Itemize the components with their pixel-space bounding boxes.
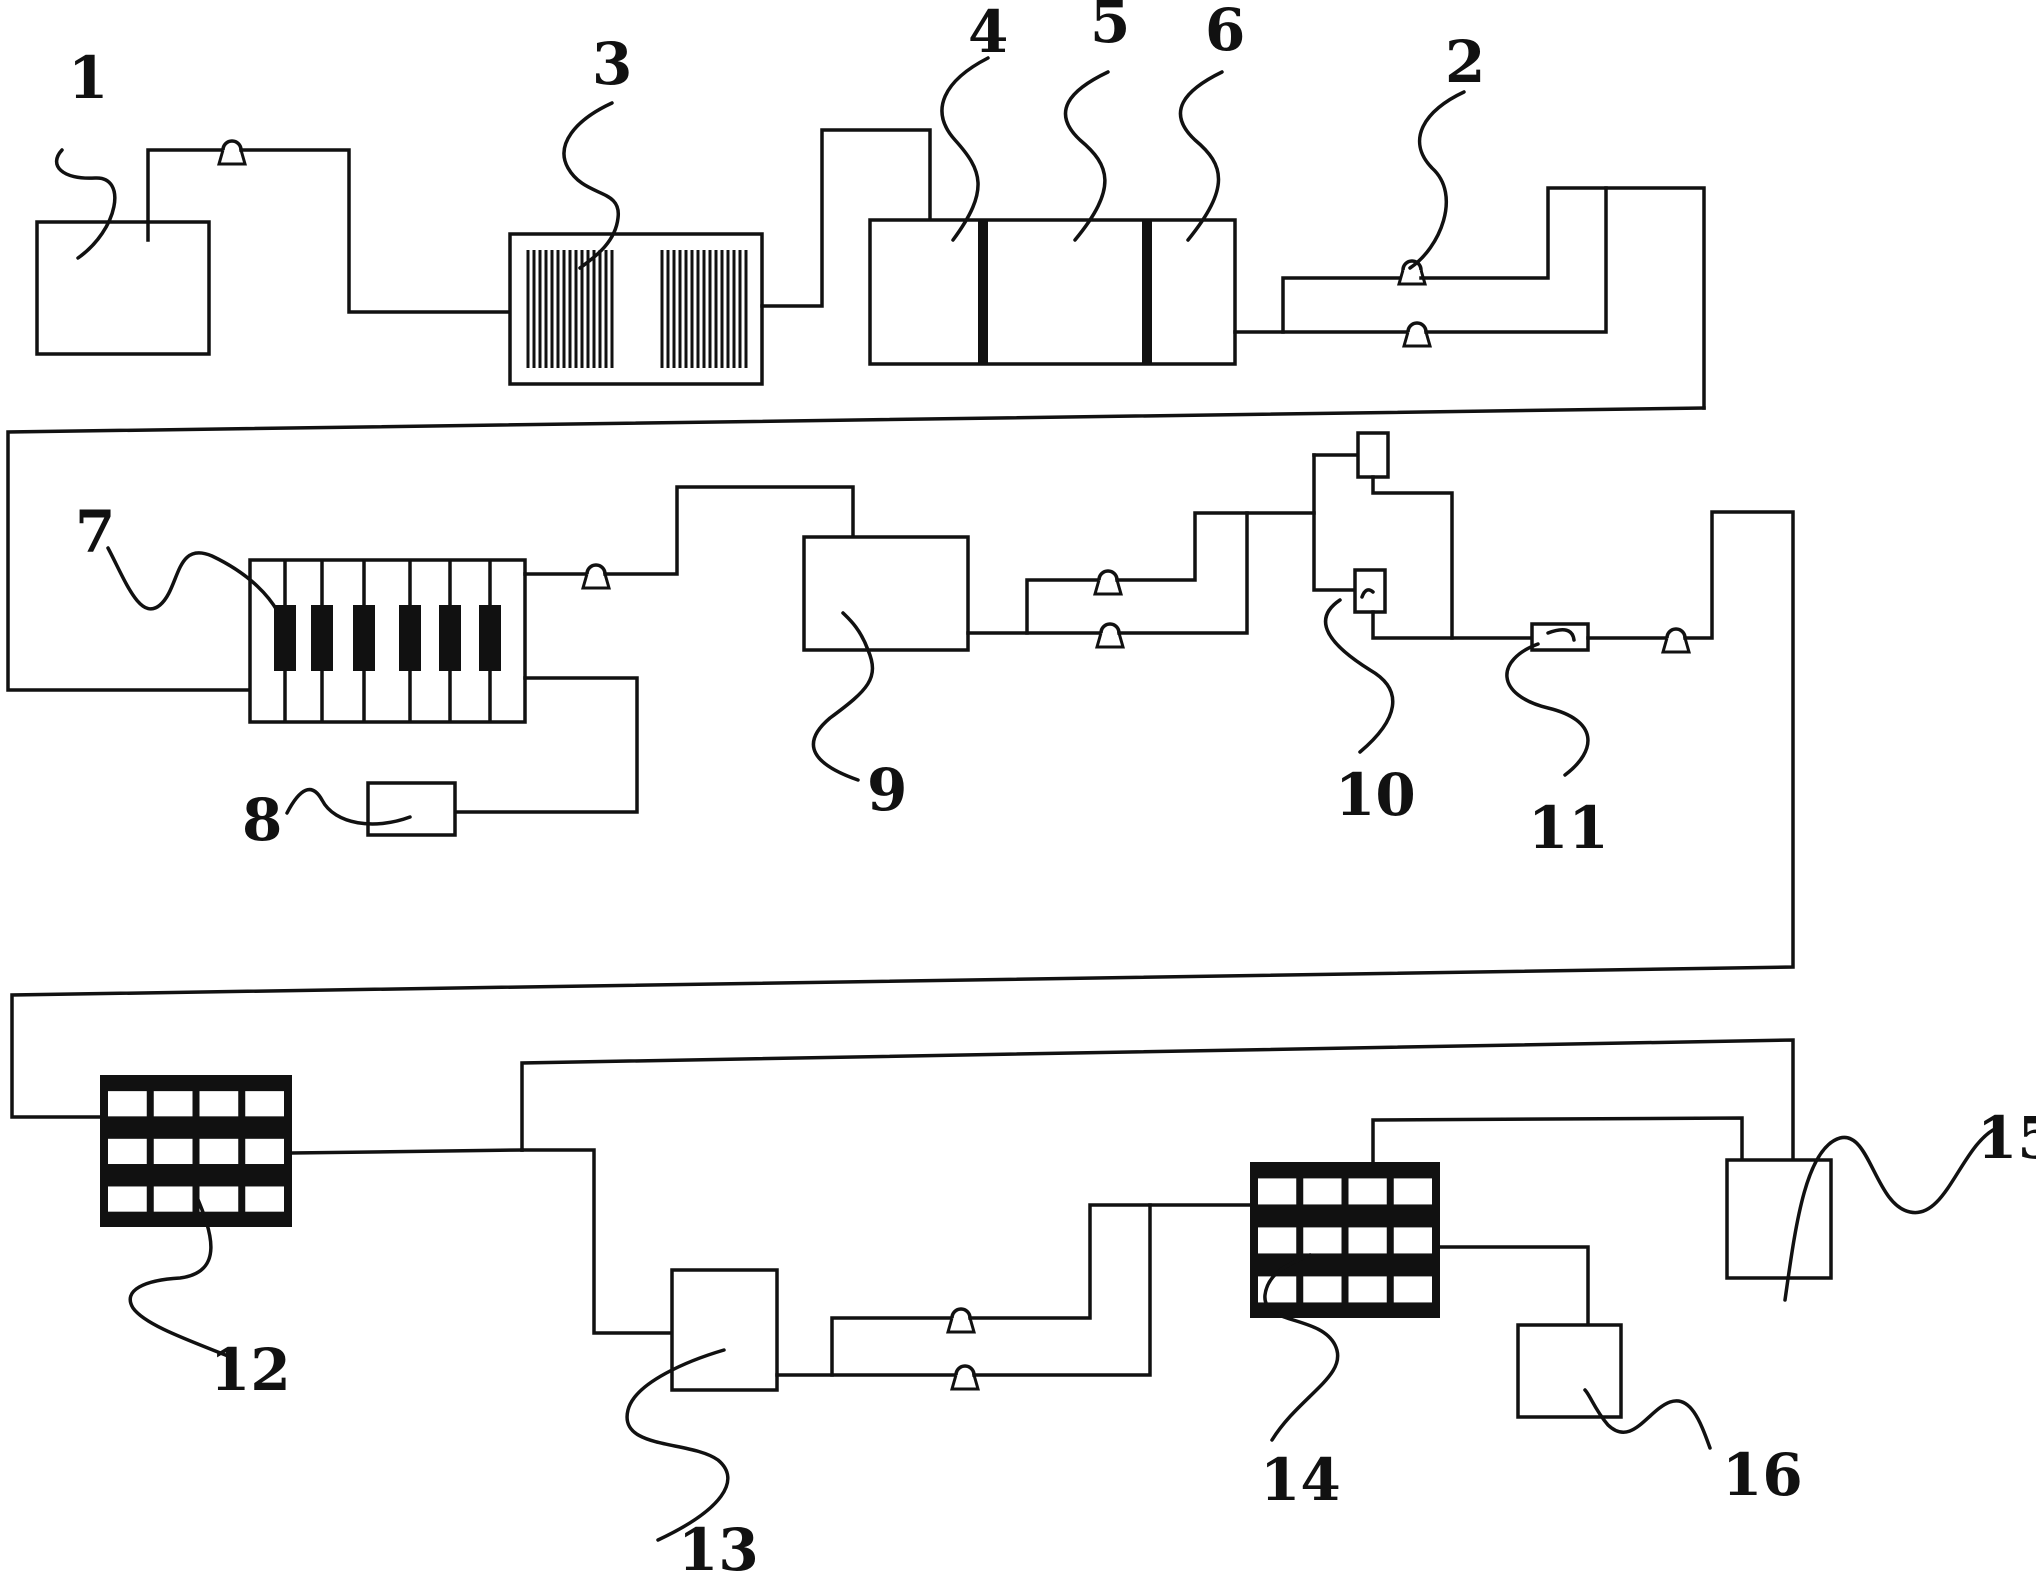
grid-cell: [199, 1091, 239, 1117]
grid-cell: [1303, 1178, 1342, 1205]
pipe-12-to-15: [520, 1038, 1795, 1162]
label-12: 12: [210, 1336, 291, 1404]
label-4: 4: [968, 0, 1008, 66]
pipe-to-14-lower: [972, 1203, 1152, 1377]
pipe-12-out: [290, 1148, 524, 1155]
grid-cell: [153, 1186, 193, 1212]
grid-cell: [153, 1138, 193, 1165]
pipe-14-to-15: [1371, 1116, 1744, 1164]
grid-cell: [108, 1186, 147, 1212]
pump-icon: [217, 139, 247, 166]
unit-3: [508, 232, 764, 386]
grid-cell: [199, 1186, 239, 1212]
label-13: 13: [678, 1516, 759, 1573]
unit-10-bottom: [1353, 568, 1387, 614]
labels: 1 2 3 4 5 6 7 8 9 10 11 12 13 14 15 16: [68, 0, 2036, 1573]
pipe-1-to-pump: [146, 148, 225, 242]
label-2: 2: [1445, 28, 1485, 96]
label-9: 9: [867, 756, 907, 824]
pipe-pump-to-9: [603, 485, 855, 576]
row-2: [10, 431, 1795, 1119]
label-15: 15: [1977, 1104, 2036, 1172]
pipe-to-10-upper: [1115, 511, 1316, 582]
label-6: 6: [1205, 0, 1245, 64]
units-4-5-6: [868, 218, 1237, 366]
pipe-to-10-lower: [1117, 511, 1249, 635]
label-11: 11: [1528, 794, 1609, 862]
electrode: [311, 605, 333, 671]
grid-cell: [1393, 1276, 1432, 1303]
tank-15: [1725, 1158, 1833, 1280]
tank-1: [35, 220, 211, 356]
unit-14: [1250, 1162, 1440, 1318]
pipe-14-to-16: [1438, 1245, 1590, 1327]
electrode: [439, 605, 461, 671]
unit-7: [248, 558, 527, 724]
pump-icon: [946, 1307, 976, 1334]
grid-cell: [1348, 1178, 1387, 1205]
pump-icon: [950, 1364, 980, 1391]
pipe-pump2-lower: [1424, 186, 1608, 334]
pipe-to-14-upper: [968, 1203, 1252, 1320]
pipe-3-to-4: [760, 128, 932, 308]
tank-13: [670, 1268, 779, 1392]
grid-cell: [1393, 1178, 1432, 1205]
pump-icon: [1095, 622, 1125, 649]
grid-cell: [245, 1138, 284, 1165]
electrode: [274, 605, 296, 671]
grid-cell: [199, 1138, 239, 1165]
pipe-pump-to-3: [239, 148, 512, 314]
pipe-12-to-13: [520, 1148, 674, 1335]
grid-cell: [108, 1138, 147, 1165]
tank-9: [802, 535, 970, 652]
grid-cell: [1303, 1276, 1342, 1303]
electrode: [479, 605, 501, 671]
pipe-6-out-upper: [1281, 276, 1405, 334]
pump-icon: [1661, 627, 1691, 654]
pipe-9-out-upper: [1025, 578, 1103, 635]
unit-11: [1530, 622, 1590, 652]
unit-10: [1312, 431, 1534, 640]
pipe-7-to-8: [453, 676, 639, 814]
pump-icon: [1093, 569, 1123, 596]
pipe-13-out-upper: [830, 1316, 954, 1377]
label-14: 14: [1260, 1446, 1341, 1514]
label-16: 16: [1722, 1441, 1803, 1509]
unit-8: [366, 781, 457, 837]
label-10: 10: [1335, 761, 1416, 829]
label-8: 8: [242, 786, 282, 854]
grid-cell: [108, 1091, 147, 1117]
pipe-row1-to-7: [6, 406, 1706, 692]
grid-cell: [1303, 1227, 1342, 1254]
grid-cell: [245, 1091, 284, 1117]
electrode: [399, 605, 421, 671]
grid-cell: [245, 1186, 284, 1212]
pipe-row2-to-12: [10, 510, 1795, 1119]
grid-cell: [1348, 1227, 1387, 1254]
electrode: [353, 605, 375, 671]
tank-16: [1516, 1323, 1623, 1419]
grid-cell: [1258, 1178, 1297, 1205]
unit-12: [100, 1075, 292, 1227]
grid-cell: [1393, 1227, 1432, 1254]
label-1: 1: [68, 44, 108, 112]
label-5: 5: [1090, 0, 1130, 56]
leader-lines: [54, 56, 1995, 1542]
pump-icon: [581, 563, 611, 590]
row-1: [6, 128, 1706, 692]
grid-cell: [1258, 1227, 1297, 1254]
unit-10-top: [1356, 431, 1390, 479]
label-7: 7: [75, 498, 115, 566]
pipe-pump2-upper: [1419, 186, 1706, 410]
grid-cell: [153, 1091, 193, 1117]
label-3: 3: [592, 30, 632, 98]
pump-icon: [1402, 321, 1432, 348]
row-3: [100, 1038, 1833, 1419]
grid-cell: [1348, 1276, 1387, 1303]
